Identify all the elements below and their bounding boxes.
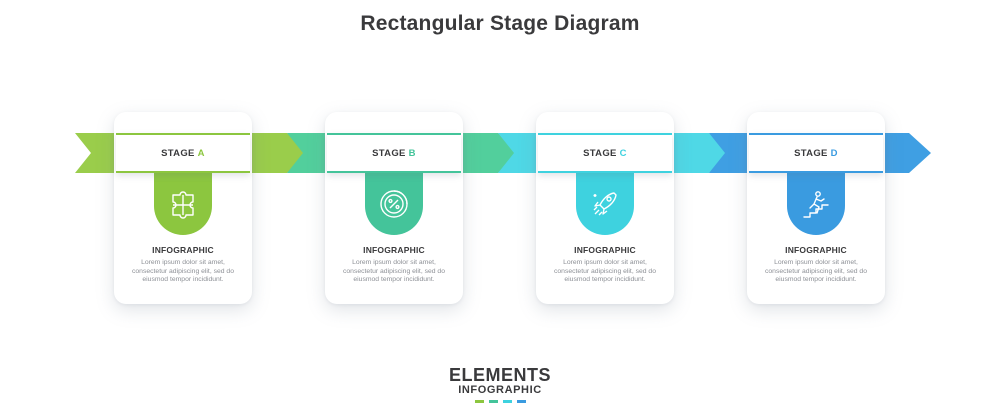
header-rule-top — [116, 133, 250, 135]
stage-info-title: INFOGRAPHIC — [363, 245, 425, 255]
stage-label: STAGE — [372, 147, 406, 159]
stage-letter: B — [408, 147, 416, 159]
stage-icon-tab-d — [787, 173, 845, 235]
stage-label: STAGE — [583, 147, 617, 159]
header-rule-top — [749, 133, 883, 135]
stage-letter: D — [830, 147, 838, 159]
stage-info-title: INFOGRAPHIC — [574, 245, 636, 255]
header-rule-bottom — [116, 171, 250, 173]
header-rule-bottom — [749, 171, 883, 173]
stage-letter: C — [619, 147, 627, 159]
footer-dashes — [0, 400, 1000, 403]
stage-label: STAGE — [794, 147, 828, 159]
stairs-runner-icon — [803, 191, 829, 218]
rocket-icon — [593, 192, 617, 216]
stage-label: STAGE — [161, 147, 195, 159]
header-rule-top — [327, 133, 461, 135]
footer-brand: ELEMENTS — [448, 365, 551, 385]
footer-dash — [488, 400, 498, 403]
stage-info-body: Lorem ipsum dolor sit amet, consectetur … — [131, 259, 234, 284]
footer-dash — [502, 400, 512, 403]
stage-info-body: Lorem ipsum dolor sit amet, consectetur … — [553, 259, 656, 284]
stage-icon-tab-c — [576, 173, 634, 235]
puzzle-icon — [172, 191, 194, 219]
header-rule-bottom — [327, 171, 461, 173]
stage-icon-tab-b — [365, 173, 423, 235]
stage-icon-tab-a — [154, 173, 212, 235]
page-title: Rectangular Stage Diagram — [360, 12, 640, 35]
stage-info-body: Lorem ipsum dolor sit amet, consectetur … — [342, 259, 445, 284]
header-rule-top — [538, 133, 672, 135]
footer-logo: ELEMENTS INFOGRAPHIC — [0, 366, 1000, 403]
footer-dash — [516, 400, 526, 403]
stage-info-title: INFOGRAPHIC — [785, 245, 847, 255]
stage-letter: A — [197, 147, 205, 159]
stage-info-body: Lorem ipsum dolor sit amet, consectetur … — [764, 259, 867, 284]
header-rule-bottom — [538, 171, 672, 173]
footer-subtitle: INFOGRAPHIC — [458, 384, 542, 396]
footer-dash — [474, 400, 484, 403]
stage-info-title: INFOGRAPHIC — [152, 245, 214, 255]
percent-chart-icon — [380, 190, 408, 218]
